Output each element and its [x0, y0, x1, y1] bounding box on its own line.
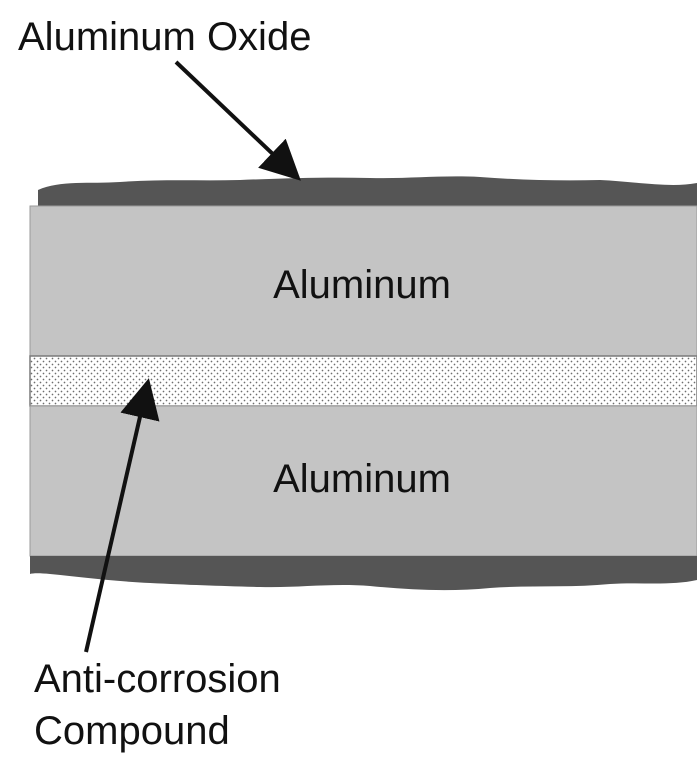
lower-aluminum-label: Aluminum [273, 457, 451, 501]
compound-label-line2: Compound [34, 709, 230, 753]
lower-aluminum-layer [29, 405, 697, 557]
compound-callout-arrow [84, 378, 160, 653]
top-oxide-layer [38, 176, 697, 206]
oxide-callout-arrow [174, 60, 301, 181]
compound-layer [29, 355, 697, 407]
upper-aluminum-layer [29, 205, 697, 357]
upper-aluminum-label: Aluminum [273, 263, 451, 307]
aluminum-oxide-label: Aluminum Oxide [18, 15, 311, 59]
anti-corrosion-label-line1: Anti-corrosion [34, 657, 281, 701]
bottom-oxide-layer [30, 556, 697, 591]
